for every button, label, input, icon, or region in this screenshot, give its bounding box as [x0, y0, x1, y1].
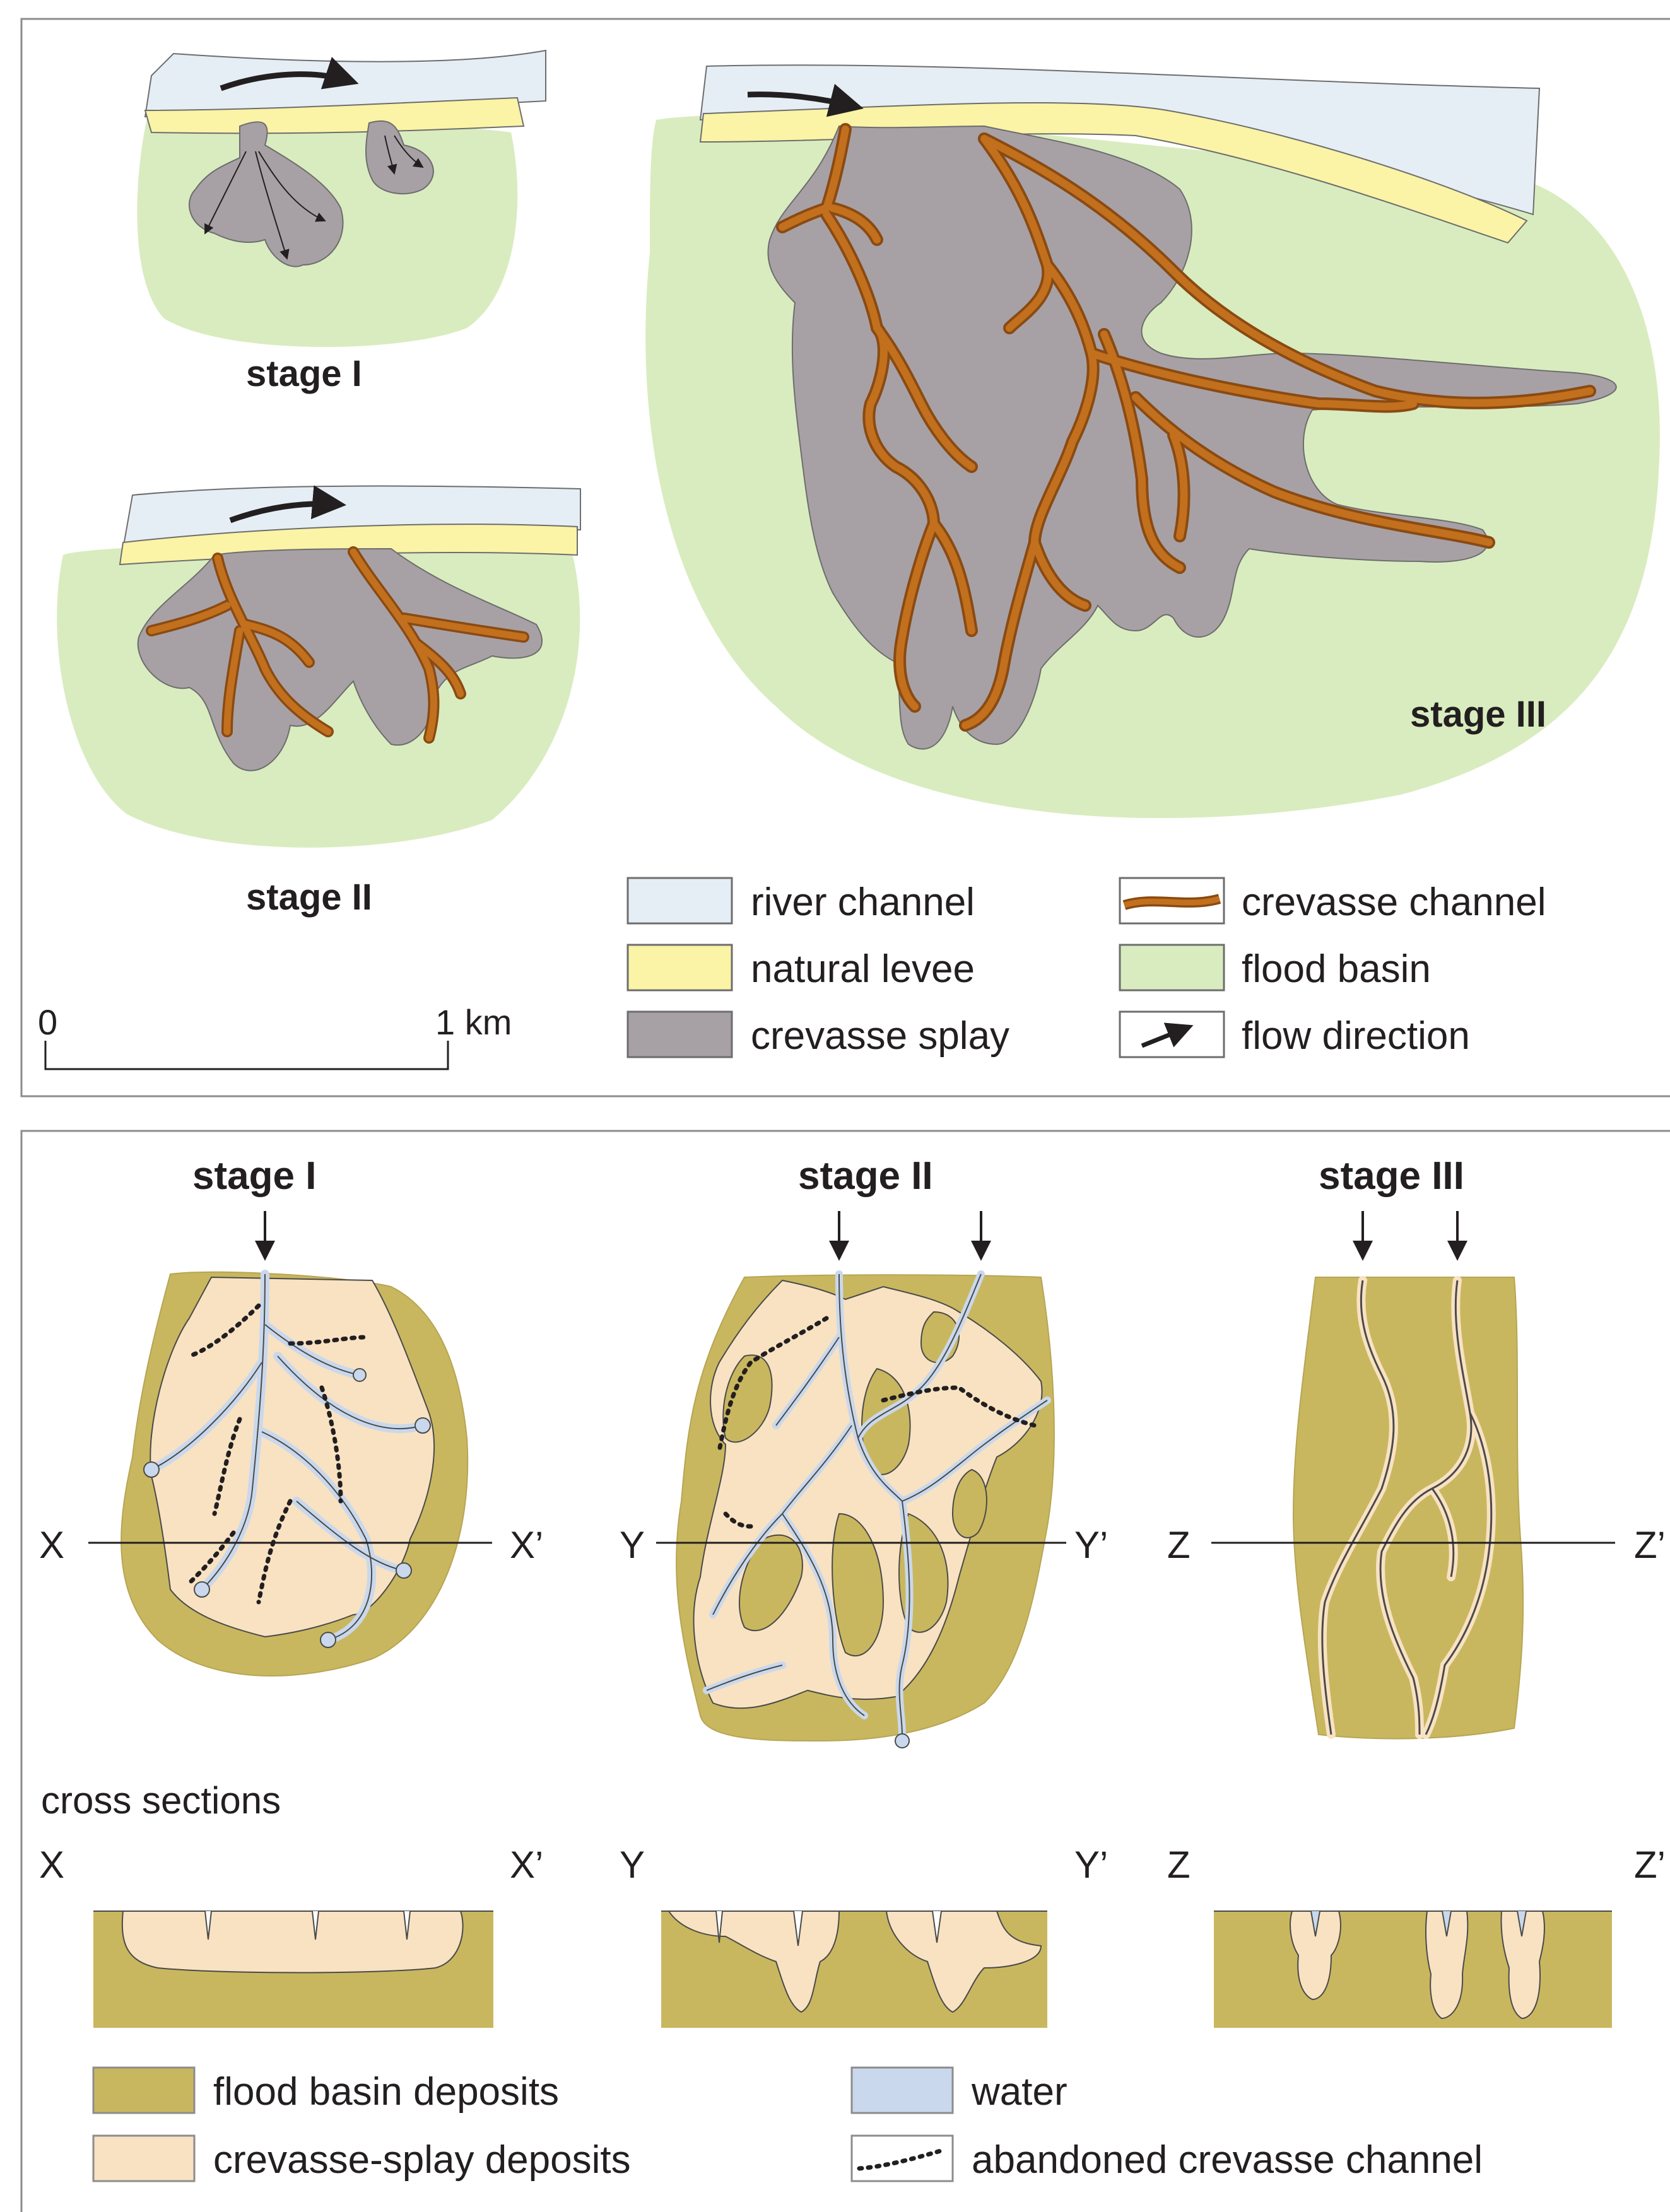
scale-zero-label: 0 [38, 1002, 57, 1042]
legend-label-flow-direction: flow direction [1242, 1014, 1470, 1058]
section-label-x-prime: X’ [510, 1524, 543, 1566]
arrow-icon [1120, 1012, 1224, 1057]
dotted-line-icon [852, 2136, 953, 2181]
legend-label-crevasse-splay: crevasse splay [751, 1014, 1009, 1058]
section-label-y: Y [620, 1524, 645, 1566]
stage-1-plan [121, 1272, 467, 1676]
legend-label-abandoned-crevasse-channel: abandoned crevasse channel [972, 2138, 1483, 2182]
stage-2-map [57, 486, 580, 848]
legend-swatch-river-channel [628, 878, 732, 923]
section-label-z-prime: Z’ [1634, 1524, 1666, 1566]
stage-3-label: stage III [1410, 694, 1546, 735]
section-label-y-prime: Y’ [1074, 1524, 1108, 1566]
legend-swatch-crevasse-splay-deposits [93, 2136, 194, 2181]
stage-2-label: stage II [246, 877, 372, 918]
legend-label-flood-basin-deposits: flood basin deposits [213, 2070, 559, 2114]
legend-label-natural-levee: natural levee [751, 947, 975, 991]
stage-1-label: stage I [192, 1154, 316, 1198]
legend-label-crevasse-channel: crevasse channel [1242, 881, 1546, 924]
stage-3-plan [1293, 1277, 1523, 1739]
cross-section-x [93, 1911, 493, 2028]
section-label-z: Z [1167, 1524, 1191, 1566]
section-label-z: Z [1167, 1844, 1191, 1886]
legend-label-water: water [971, 2070, 1067, 2114]
cross-section-y [661, 1911, 1047, 2028]
cross-sections-heading: cross sections [41, 1779, 281, 1822]
stage-1-label: stage I [246, 353, 362, 394]
stage-2-plan [676, 1274, 1054, 1748]
stage-1-map [137, 50, 546, 347]
scale-km-label: 1 km [435, 1002, 512, 1042]
section-label-x: X [39, 1844, 64, 1886]
cross-section-z [1214, 1911, 1612, 2028]
legend-label-river-channel: river channel [751, 881, 975, 924]
section-label-y: Y [620, 1844, 645, 1886]
section-label-x-prime: X’ [510, 1844, 543, 1886]
legend-swatch-water [852, 2068, 953, 2113]
stage-2-label: stage II [798, 1154, 933, 1198]
section-label-z-prime: Z’ [1634, 1844, 1666, 1886]
legend-label-flood-basin: flood basin [1242, 947, 1431, 991]
section-label-y-prime: Y’ [1074, 1844, 1108, 1886]
legend-swatch-flood-basin-deposits [93, 2068, 194, 2113]
legend-label-crevasse-splay-deposits: crevasse-splay deposits [213, 2138, 631, 2182]
crevasse-channel-icon [1120, 878, 1224, 923]
section-label-x: X [39, 1524, 64, 1566]
legend-swatch-crevasse-splay [628, 1012, 732, 1057]
stage-3-label: stage III [1319, 1154, 1464, 1198]
legend-swatch-natural-levee [628, 945, 732, 990]
legend-swatch-flood-basin [1120, 945, 1224, 990]
